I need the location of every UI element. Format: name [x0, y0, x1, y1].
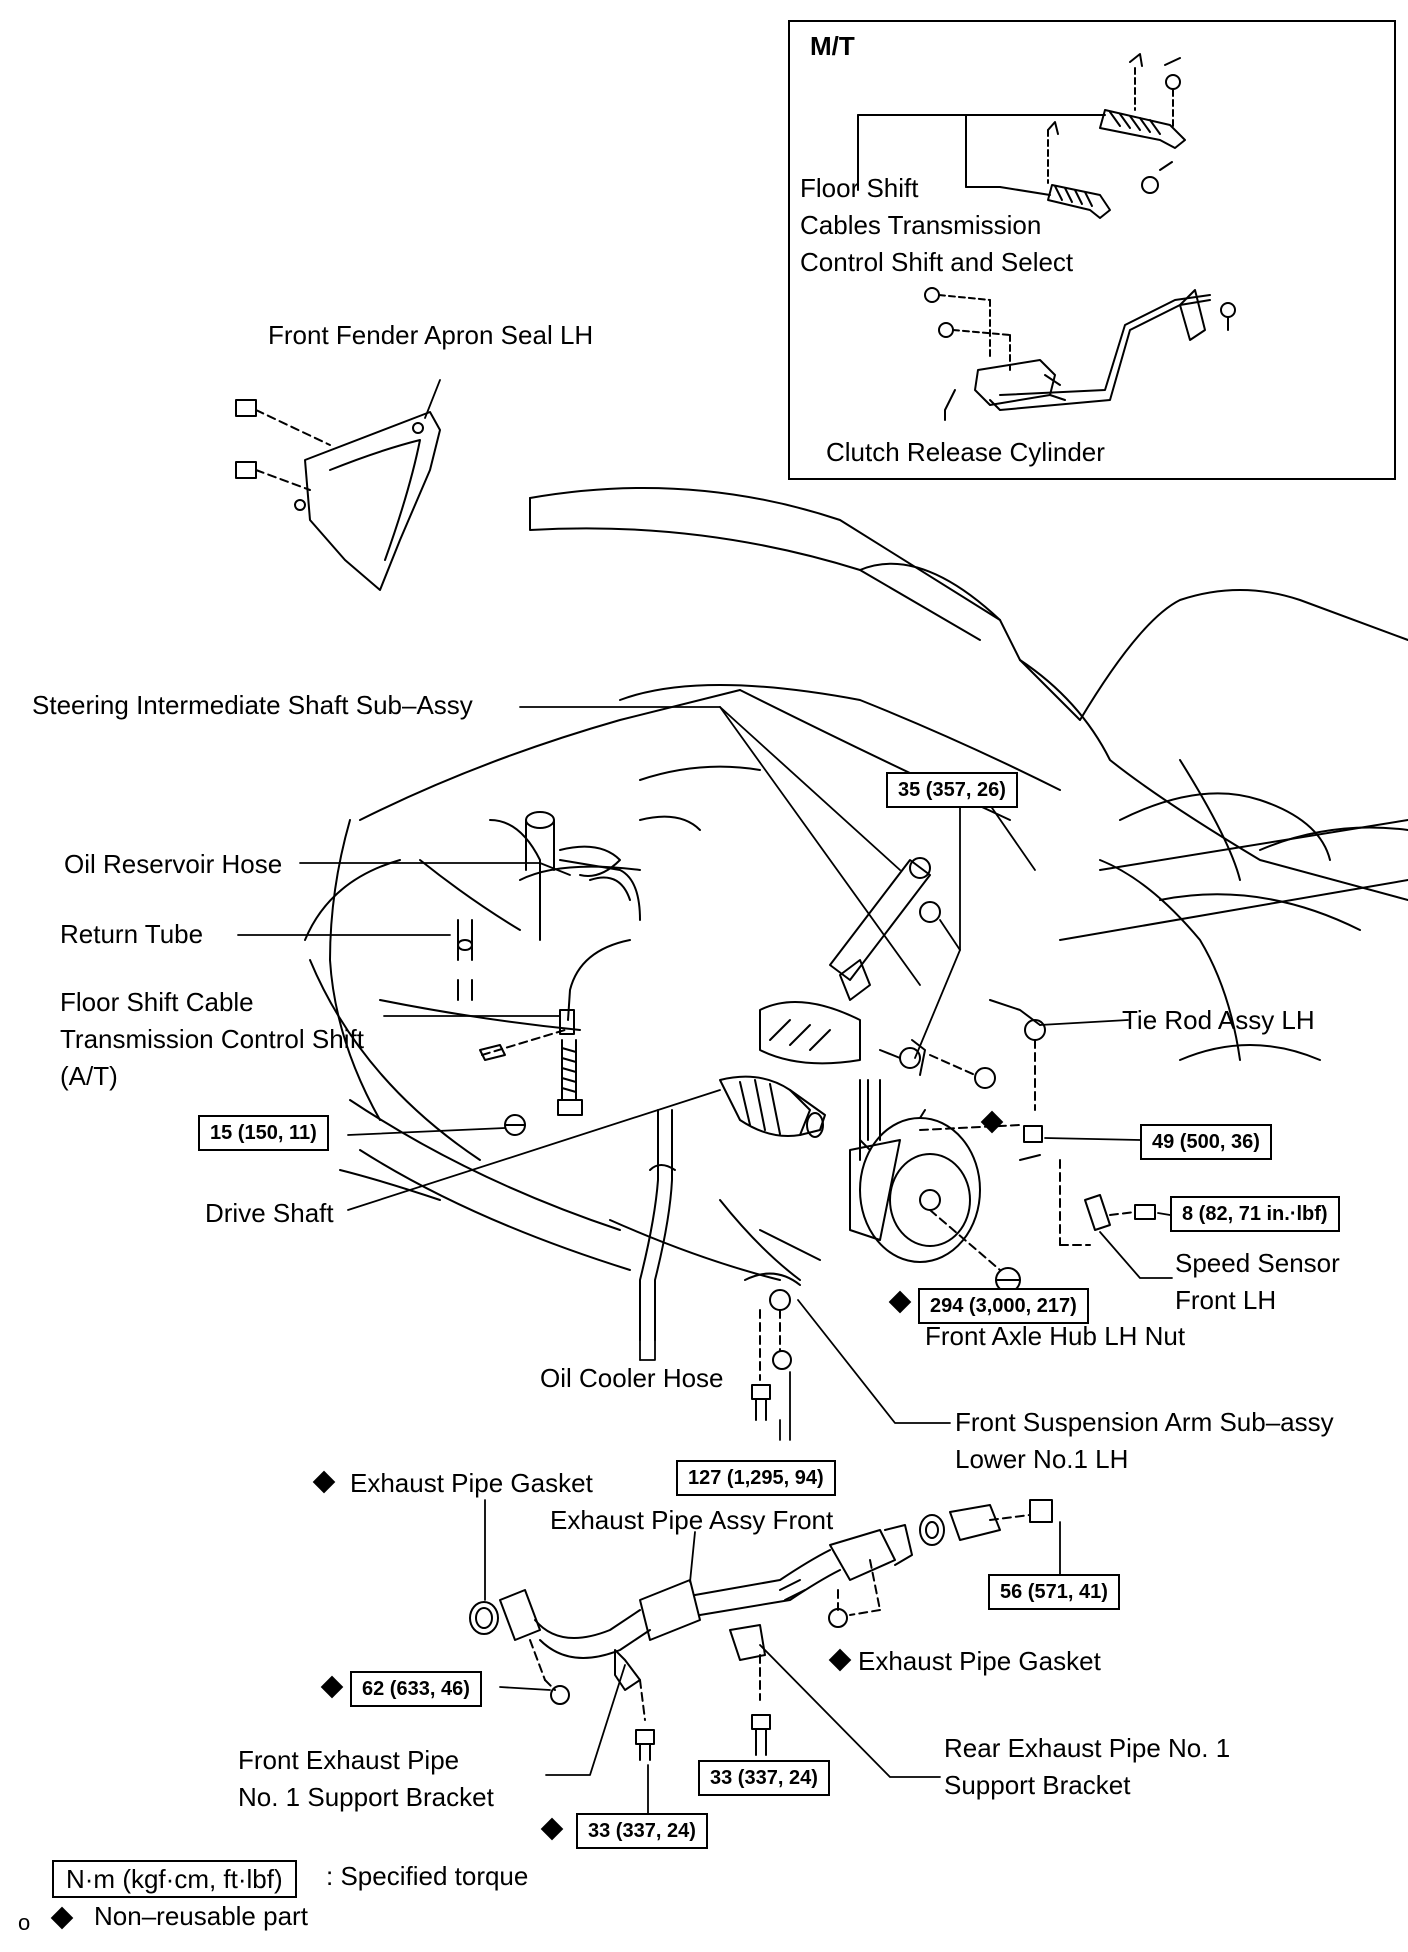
torque-rear-bracket-bolt: 33 (337, 24): [698, 1760, 830, 1796]
mt-inset-parts: [857, 53, 1236, 421]
floor-shift-cable-at-part: [457, 919, 631, 1136]
leader-lines: [237, 379, 1173, 1829]
legend-torque-box: N·m (kgf·cm, ft·lbf): [52, 1860, 297, 1898]
label-front-exhaust-bracket-1: Front Exhaust Pipe: [238, 1745, 460, 1775]
label-floor-shift-mt-1: Floor Shift: [800, 173, 919, 203]
label-floor-shift-mt-2: Cables Transmission: [800, 210, 1042, 240]
label-rear-exhaust-bracket-2: Support Bracket: [944, 1770, 1131, 1800]
label-rear-exhaust-bracket-1: Rear Exhaust Pipe No. 1: [944, 1733, 1231, 1763]
label-clutch-release-cylinder: Clutch Release Cylinder: [826, 437, 1105, 467]
label-return-tube: Return Tube: [60, 919, 204, 949]
label-exhaust-pipe-assy-front: Exhaust Pipe Assy Front: [550, 1505, 834, 1535]
torque-tie-rod-nut: 49 (500, 36): [1140, 1124, 1272, 1160]
torque-front-bracket-bolt: 33 (337, 24): [576, 1813, 708, 1849]
steering-shaft-part: [829, 857, 941, 1069]
label-drive-shaft: Drive Shaft: [205, 1198, 334, 1228]
knuckle-hub-part: [759, 999, 1156, 1293]
label-front-axle-hub-nut: Front Axle Hub LH Nut: [925, 1321, 1186, 1351]
mt-inset-title: M/T: [810, 31, 855, 61]
label-floor-shift-mt-3: Control Shift and Select: [800, 247, 1074, 277]
torque-exhaust-rear-bolt: 56 (571, 41): [988, 1574, 1120, 1610]
label-exhaust-pipe-gasket-2: Exhaust Pipe Gasket: [858, 1646, 1101, 1676]
label-front-suspension-arm-1: Front Suspension Arm Sub–assy: [955, 1407, 1334, 1437]
vehicle-body-outline: [304, 487, 1408, 1281]
torque-steering: 35 (357, 26): [886, 772, 1018, 808]
label-front-fender-apron-seal: Front Fender Apron Seal LH: [268, 320, 594, 350]
drive-shaft-part: [719, 1075, 826, 1138]
label-front-exhaust-bracket-2: No. 1 Support Bracket: [238, 1782, 494, 1812]
torque-speed-sensor-bolt: 8 (82, 71 in.·lbf): [1170, 1196, 1340, 1232]
label-oil-cooler-hose: Oil Cooler Hose: [540, 1363, 724, 1393]
exhaust-pipe-part: [469, 1499, 1053, 1761]
torque-floor-shift-nut: 15 (150, 11): [198, 1115, 329, 1151]
label-floor-shift-at-1: Floor Shift Cable: [60, 987, 254, 1017]
label-exhaust-pipe-gasket-1: Exhaust Pipe Gasket: [350, 1468, 593, 1498]
legend-nonreusable-text: Non–reusable part: [94, 1901, 308, 1931]
torque-exhaust-front-nut: 62 (633, 46): [350, 1671, 482, 1707]
label-speed-sensor-2: Front LH: [1175, 1285, 1277, 1315]
torque-axle-hub-nut: 294 (3,000, 217): [918, 1288, 1089, 1324]
label-front-suspension-arm-2: Lower No.1 LH: [955, 1444, 1129, 1474]
fender-apron-seal-part: [235, 399, 441, 591]
legend-nonreusable-prefix: o: [18, 1910, 31, 1935]
legend-torque-text: : Specified torque: [326, 1861, 529, 1891]
label-steering-intermediate-shaft: Steering Intermediate Shaft Sub–Assy: [32, 690, 473, 720]
suspension-arm-bolts: [744, 1272, 801, 1421]
mt-inset-frame: [788, 20, 1396, 480]
label-tie-rod-assy: Tie Rod Assy LH: [1122, 1005, 1315, 1035]
label-speed-sensor-1: Speed Sensor: [1175, 1248, 1340, 1278]
torque-suspension-arm: 127 (1,295, 94): [676, 1460, 836, 1496]
label-floor-shift-at-2: Transmission Control Shift: [60, 1024, 364, 1054]
oil-cooler-hose-part: [639, 1109, 676, 1341]
label-oil-reservoir-hose: Oil Reservoir Hose: [64, 849, 283, 879]
label-floor-shift-at-3: (A/T): [60, 1061, 118, 1091]
